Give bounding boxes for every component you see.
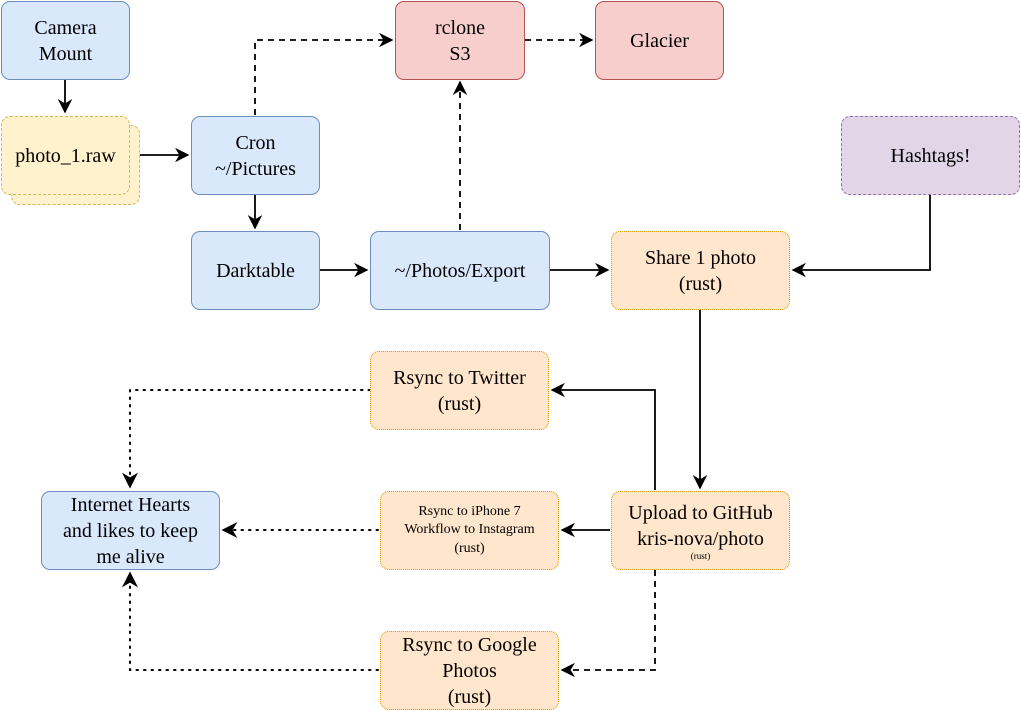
upload-github-label: Upload to GitHub kris-nova/photo: [628, 501, 773, 550]
edge-google-to-hearts: [122, 571, 379, 671]
node-glacier: Glacier: [595, 1, 724, 80]
upload-github-sublabel: (rust): [690, 550, 711, 561]
node-rclone-s3: rclone S3: [395, 1, 525, 80]
node-darktable: Darktable: [191, 231, 320, 310]
node-internet-hearts: Internet Hearts and likes to keep me ali…: [41, 491, 220, 570]
node-rsync-iphone: Rsync to iPhone 7 Workflow to Instagram …: [380, 491, 559, 570]
edge-twitter-to-hearts: [122, 389, 371, 489]
node-camera-mount: Camera Mount: [1, 1, 130, 80]
node-hashtags: Hashtags!: [841, 116, 1020, 195]
edge-github-to-google: [560, 570, 656, 678]
edge-hashtags-to-share: [791, 195, 931, 278]
node-rsync-twitter: Rsync to Twitter (rust): [370, 351, 549, 430]
edge-github-to-twitter: [550, 382, 656, 490]
node-photos-export: ~/Photos/Export: [370, 231, 550, 310]
node-rsync-google: Rsync to Google Photos (rust): [380, 631, 559, 710]
node-photo-raw: photo_1.raw: [1, 116, 130, 195]
node-share-photo: Share 1 photo (rust): [611, 231, 790, 310]
node-upload-github: Upload to GitHub kris-nova/photo (rust): [611, 491, 790, 570]
node-cron: Cron ~/Pictures: [191, 116, 320, 195]
edge-cron-to-rclone: [254, 32, 394, 115]
